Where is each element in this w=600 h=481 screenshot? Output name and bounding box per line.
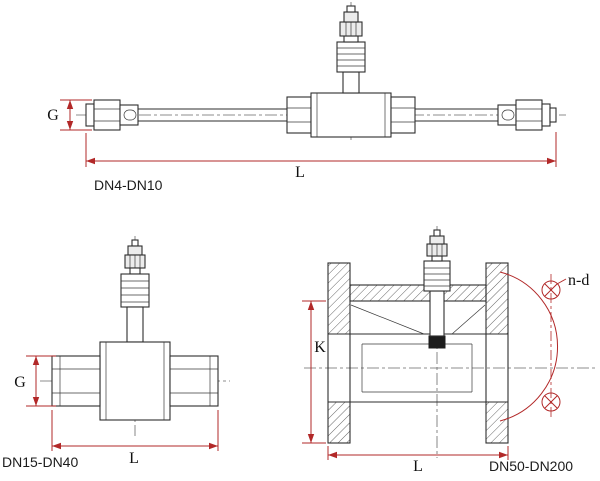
bolt-circle-view: n-d [499, 271, 589, 422]
dimension-label-g: G [14, 374, 26, 391]
sensor-assembly [336, 5, 366, 94]
dimension-label-l: L [295, 164, 305, 181]
sensor-assembly [120, 239, 150, 343]
left-connecting-rod [138, 108, 287, 122]
bolt-hole-top [541, 280, 561, 300]
dimension-g-top: G [47, 99, 92, 131]
dimension-k: K [302, 300, 326, 444]
dimension-label-g: G [47, 107, 59, 124]
right-end-fitting [497, 99, 557, 131]
turbine-rotor [428, 335, 446, 349]
dimension-l-flanged: L [327, 446, 509, 475]
flow-meter-top-view: G L DN4-DN10 [47, 2, 566, 193]
right-connecting-rod [415, 108, 498, 122]
dimension-label-l: L [129, 450, 139, 467]
sensor-assembly [423, 229, 451, 337]
dimension-label-l: L [413, 458, 423, 475]
view-caption-dn15-dn40: DN15-DN40 [2, 454, 78, 470]
view-caption-dn4-dn10: DN4-DN10 [94, 177, 163, 193]
dimension-label-nd: n-d [568, 272, 589, 289]
meter-body-center [286, 92, 416, 138]
meter-body-section [328, 284, 508, 403]
flow-meter-flanged-view: n-d K L DN50-DN200 [302, 226, 597, 475]
view-caption-dn50-dn200: DN50-DN200 [489, 458, 573, 474]
meter-body [51, 341, 219, 421]
dimension-g-threaded: G [14, 355, 56, 407]
bolt-hole-bottom [541, 392, 561, 412]
dimension-l-threaded: L [51, 410, 219, 467]
left-flange [327, 262, 351, 444]
left-end-fitting [85, 99, 139, 131]
dimension-l-top: L [85, 132, 557, 181]
right-flange [485, 262, 509, 444]
flow-meter-threaded-view: G L DN15-DN40 [2, 236, 230, 470]
dimension-label-k: K [314, 339, 326, 356]
